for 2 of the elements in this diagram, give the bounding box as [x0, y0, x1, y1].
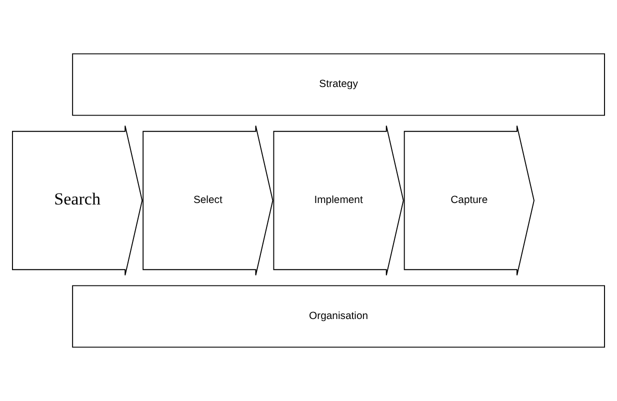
node-box: Strategy: [72, 53, 605, 116]
node-box: Organisation: [72, 285, 605, 348]
